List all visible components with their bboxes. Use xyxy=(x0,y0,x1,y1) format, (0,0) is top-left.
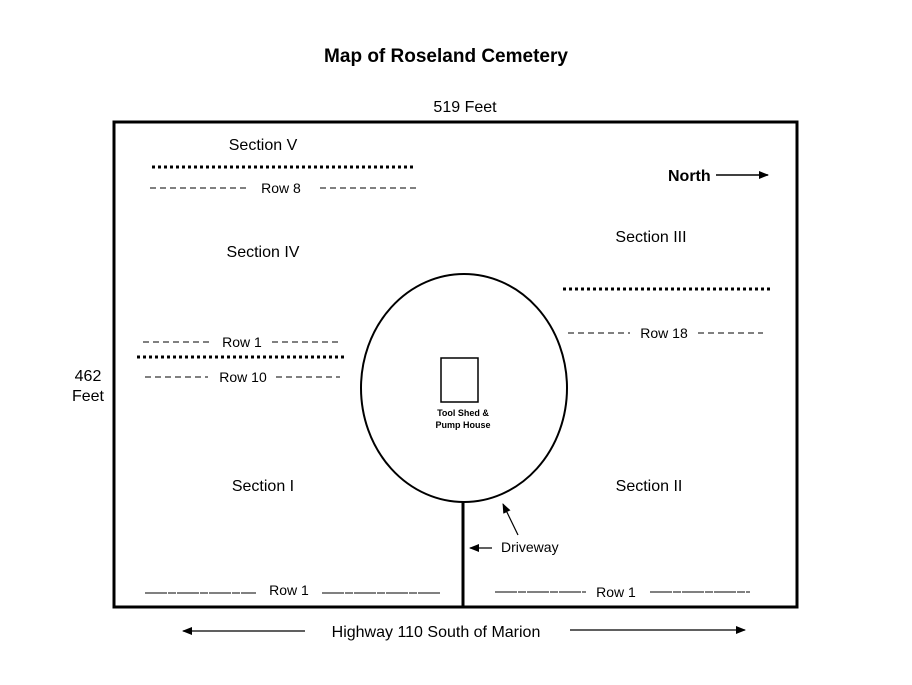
section-v-label: Section V xyxy=(229,137,298,154)
row-8-label: Row 8 xyxy=(261,180,301,196)
section-ii-label: Section II xyxy=(616,478,683,495)
top-dimension-label: 519 Feet xyxy=(433,99,497,116)
row-1-mid-label: Row 1 xyxy=(222,334,262,350)
section-iii-label: Section III xyxy=(615,229,686,246)
highway-label: Highway 110 South of Marion xyxy=(332,624,541,641)
tool-shed-label-line2: Pump House xyxy=(435,420,490,430)
row-1-bottom-right-label: Row 1 xyxy=(596,584,636,600)
map-title: Map of Roseland Cemetery xyxy=(324,46,568,67)
row-1-bottom-left-label: Row 1 xyxy=(269,582,309,598)
section-iv-label: Section IV xyxy=(227,244,300,261)
tool-shed-label-line1: Tool Shed & xyxy=(437,408,489,418)
driveway-arrow-up-icon xyxy=(502,503,519,536)
tool-shed-icon xyxy=(440,357,479,403)
north-label: North xyxy=(668,168,711,185)
row-10-label: Row 10 xyxy=(219,369,267,385)
side-dimension-unit: Feet xyxy=(72,388,105,405)
side-dimension-number: 462 xyxy=(75,368,102,385)
section-i-label: Section I xyxy=(232,478,294,495)
cemetery-boundary xyxy=(112,120,799,609)
driveway-label: Driveway xyxy=(501,539,559,555)
row-18-label: Row 18 xyxy=(640,325,688,341)
